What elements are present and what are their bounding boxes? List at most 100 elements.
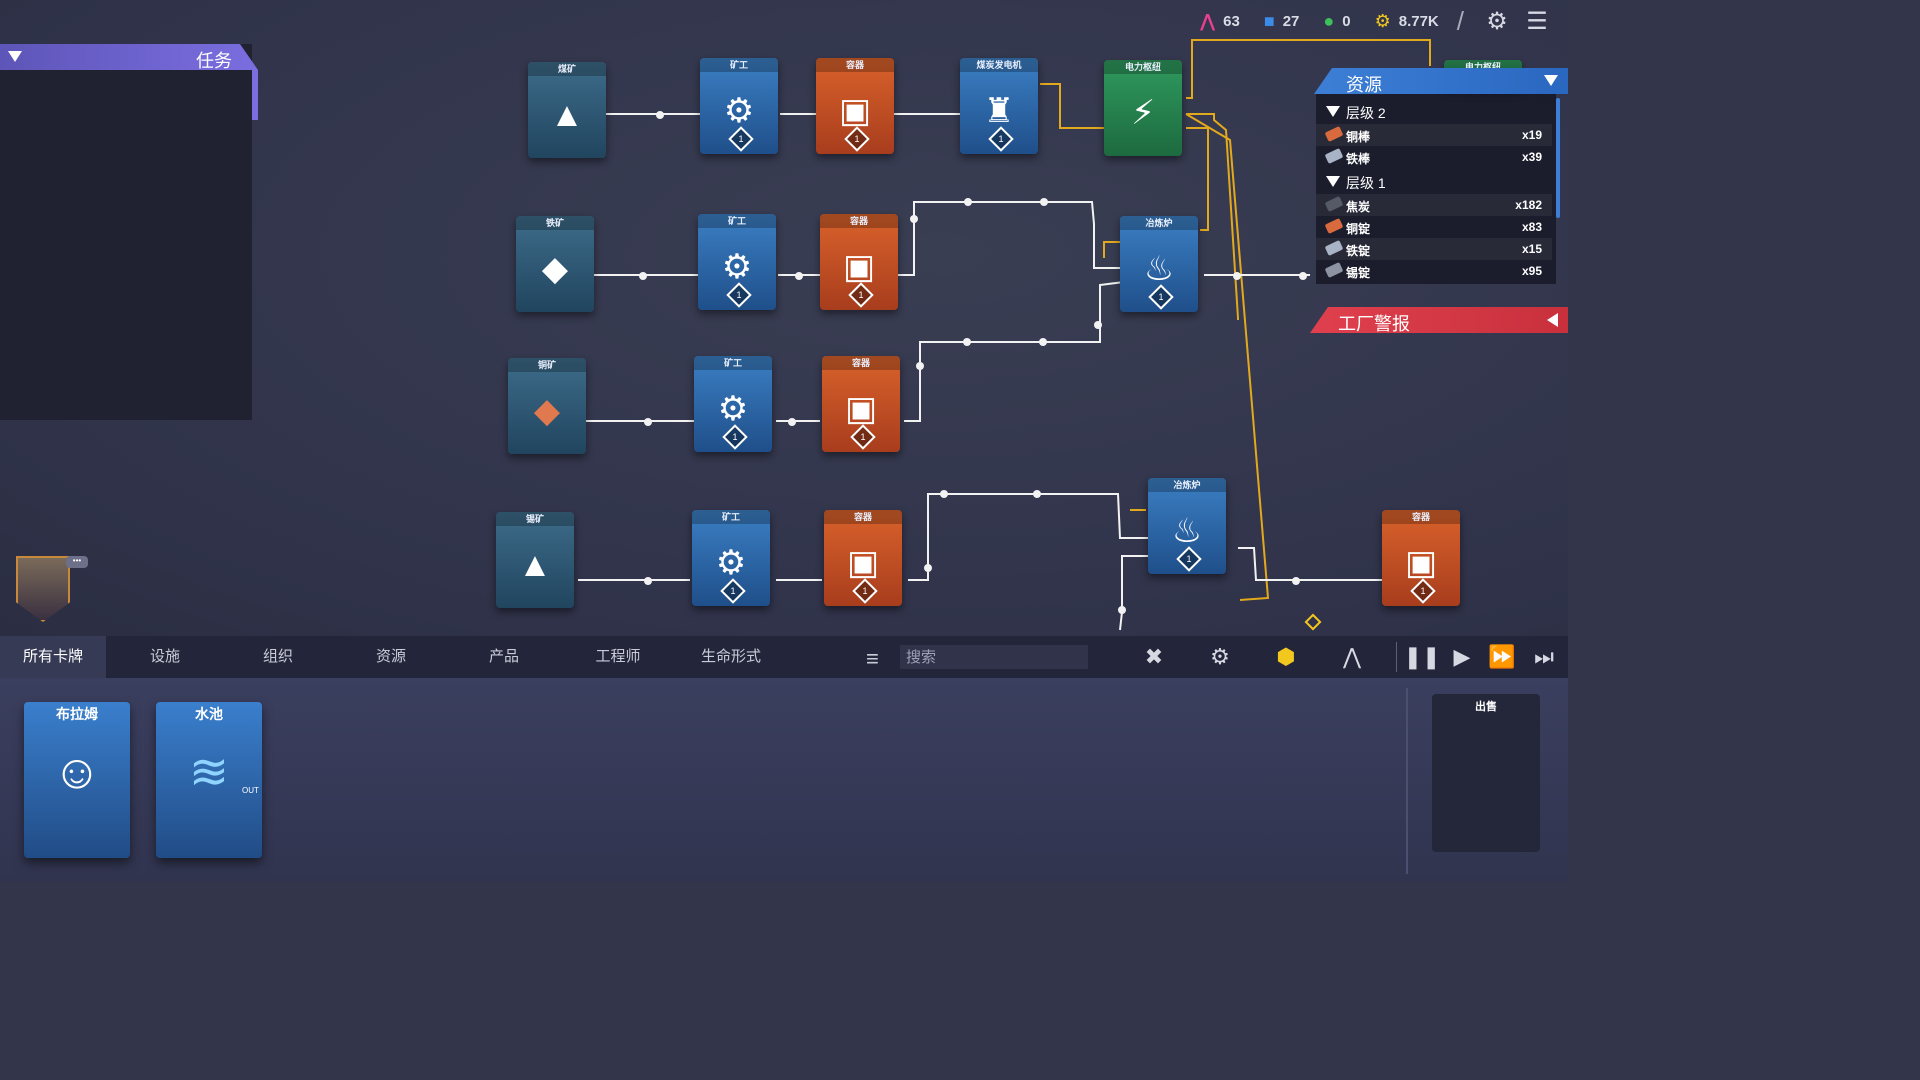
- chat-bubble-icon[interactable]: •••: [66, 556, 88, 568]
- collapse-triangle-icon[interactable]: [8, 51, 22, 62]
- container-icon: ▣: [1404, 544, 1438, 582]
- currency-value: 8.77K: [1398, 12, 1439, 30]
- coal-generator-card[interactable]: 煤炭发电机 ♜ 1: [960, 58, 1038, 154]
- menu-icon[interactable]: ☰: [1526, 7, 1548, 35]
- card-title: 锡矿: [496, 512, 574, 526]
- deck-card-title: 水池: [195, 706, 223, 722]
- copper-ingot-icon: [1324, 218, 1344, 234]
- container-icon: ▣: [844, 390, 878, 428]
- output-container-card[interactable]: 容器 ▣ 1: [1382, 510, 1460, 606]
- tab-facilities[interactable]: 设施: [149, 648, 180, 665]
- pause-icon[interactable]: ❚❚: [1403, 644, 1441, 669]
- smelter-card-2[interactable]: 冶炼炉 ♨ 1: [1148, 478, 1226, 574]
- expand-left-triangle-icon[interactable]: [1547, 313, 1558, 327]
- resources-list: 层级 2 铜棒 x19 铁棒 x39 层级 1 焦炭 x182 铜锭 x83: [1316, 94, 1556, 284]
- coal-ore-card[interactable]: 煤矿 ▲: [528, 62, 606, 158]
- card-category-tabs: 所有卡牌 设施 组织 资源 产品 工程师 生命形式 ≡: [0, 636, 1568, 678]
- copper-miner-card[interactable]: 矿工 ⚙ 1: [694, 356, 772, 452]
- copper-container-card[interactable]: 容器 ▣ 1: [822, 356, 900, 452]
- gear-frame-icon[interactable]: ⚙: [1210, 644, 1230, 669]
- resources-panel-header[interactable]: 资源: [1314, 68, 1568, 94]
- factory-alert-panel[interactable]: 工厂警报: [1310, 307, 1568, 333]
- gear-coin-icon: ⚙: [1374, 10, 1391, 31]
- filter-icon[interactable]: ≡: [866, 646, 879, 671]
- toolbar-divider: [1396, 642, 1397, 672]
- tab-all-cards[interactable]: 所有卡牌: [0, 636, 106, 678]
- smelter-icon: ♨: [1143, 250, 1175, 288]
- coal-container-card[interactable]: 容器 ▣ 1: [816, 58, 894, 154]
- iron-ingot-icon: [1324, 240, 1344, 256]
- card-title: 电力枢纽: [1104, 60, 1182, 74]
- smelter-card-1[interactable]: 冶炼炉 ♨ 1: [1120, 216, 1198, 312]
- collapse-triangle-icon[interactable]: [1544, 75, 1558, 86]
- sell-zone[interactable]: 出售: [1432, 694, 1540, 852]
- expand-triangle-icon[interactable]: [1326, 106, 1340, 117]
- miner-robot-icon: ⚙: [717, 390, 749, 428]
- container-icon: ▣: [842, 248, 876, 286]
- data-value: 27: [1282, 12, 1300, 30]
- card-title: 容器: [820, 214, 898, 228]
- skip-icon[interactable]: ⏭: [1534, 644, 1554, 669]
- power-hub-card[interactable]: 电力枢纽 ⚡: [1104, 60, 1182, 156]
- network-icon[interactable]: ⋀: [1342, 644, 1362, 669]
- resource-name: 焦炭: [1346, 200, 1371, 214]
- power-hub-icon: ⚡: [1131, 94, 1155, 132]
- play-icon[interactable]: ▶: [1453, 644, 1471, 669]
- resources-scrollbar[interactable]: [1556, 98, 1560, 218]
- tab-engineers[interactable]: 工程师: [595, 648, 641, 665]
- iron-ore-card[interactable]: 铁矿 ◆: [516, 216, 594, 312]
- tin-ore-card[interactable]: 锡矿 ▲: [496, 512, 574, 608]
- iron-container-card[interactable]: 容器 ▣ 1: [820, 214, 898, 310]
- resource-name: 铜锭: [1346, 222, 1371, 236]
- copper-ore-card[interactable]: 铜矿 ◆: [508, 358, 586, 454]
- top-status-bar: ⋀ 63 ■ 27 ● 0 ⚙ 8.77K / ⚙ ☰: [1186, 6, 1568, 36]
- card-title: 铁矿: [516, 216, 594, 230]
- miner-robot-icon: ⚙: [721, 248, 753, 286]
- resource-name: 锡锭: [1346, 266, 1371, 280]
- resource-count: x19: [1521, 128, 1542, 142]
- settings-gear-icon[interactable]: ⚙: [1486, 7, 1508, 35]
- population-icon: ●: [1323, 10, 1335, 31]
- tab-lifeforms[interactable]: 生命形式: [700, 648, 761, 665]
- fast-forward-icon[interactable]: ⏩: [1488, 644, 1516, 669]
- resource-row: 铁棒 x39: [1316, 146, 1552, 168]
- coal-miner-card[interactable]: 矿工 ⚙ 1: [700, 58, 778, 154]
- copper-rod-icon: [1324, 126, 1344, 142]
- tab-organization[interactable]: 组织: [262, 648, 293, 665]
- tin-container-card[interactable]: 容器 ▣ 1: [824, 510, 902, 606]
- research-value: 63: [1223, 12, 1240, 30]
- data-stat: ■ 27: [1264, 11, 1300, 32]
- deck-card-pool[interactable]: 水池 ≋ OUT: [156, 702, 262, 858]
- resource-row: 铜锭 x83: [1316, 216, 1552, 238]
- factory-board[interactable]: 煤矿 ▲ 矿工 ⚙ 1 容器 ▣ 1 煤炭发电机 ♜ 1 电力枢纽 ⚡ 电力枢纽…: [0, 0, 1568, 636]
- miner-robot-icon: ⚙: [715, 544, 747, 582]
- card-title: 铜矿: [508, 358, 586, 372]
- card-title: 矿工: [692, 510, 770, 524]
- tin-ingot-icon: [1324, 262, 1344, 278]
- tools-icon[interactable]: ✖: [1144, 644, 1164, 669]
- hexagon-badge-icon[interactable]: ⬢: [1276, 644, 1296, 669]
- iron-miner-card[interactable]: 矿工 ⚙ 1: [698, 214, 776, 310]
- search-input[interactable]: [900, 645, 1088, 669]
- tier-header[interactable]: 层级 2: [1316, 100, 1552, 122]
- card-title: 矿工: [698, 214, 776, 228]
- card-title: 容器: [822, 356, 900, 370]
- miner-robot-icon: ⚙: [723, 92, 755, 130]
- tin-miner-card[interactable]: 矿工 ⚙ 1: [692, 510, 770, 606]
- resource-name: 铁锭: [1346, 244, 1371, 258]
- divider-slash: /: [1456, 5, 1464, 36]
- resource-count: x39: [1521, 150, 1542, 164]
- tab-resources[interactable]: 资源: [375, 648, 406, 665]
- card-title: 冶炼炉: [1148, 478, 1226, 492]
- quest-panel-header[interactable]: 任务: [0, 44, 258, 70]
- data-cube-icon: ■: [1263, 10, 1275, 31]
- resource-count: x15: [1521, 242, 1542, 256]
- quest-panel-edge: [252, 70, 258, 120]
- output-port-label[interactable]: OUT: [242, 786, 259, 795]
- card-deck-tray: 布拉姆 ☺ 水池 ≋ OUT: [0, 678, 1568, 882]
- generator-icon: ♜: [983, 92, 1015, 130]
- expand-triangle-icon[interactable]: [1326, 176, 1340, 187]
- tier-header[interactable]: 层级 1: [1316, 170, 1552, 192]
- tab-products[interactable]: 产品: [488, 648, 519, 665]
- deck-card-bram[interactable]: 布拉姆 ☺: [24, 702, 130, 858]
